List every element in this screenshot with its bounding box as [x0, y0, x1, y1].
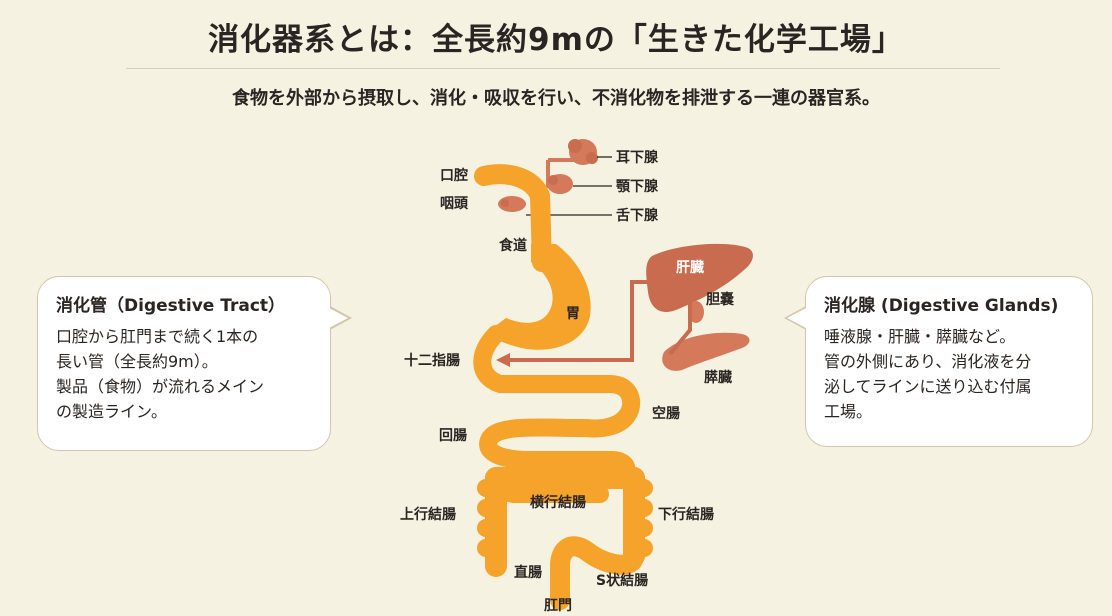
pharynx-label: 咽頭 — [440, 196, 469, 212]
title-divider — [126, 68, 1000, 69]
ileum-label: 回腸 — [439, 427, 467, 444]
salivary-glands — [498, 139, 612, 216]
right-callout-tail-fill — [787, 308, 806, 328]
duodenum-label: 十二指腸 — [404, 352, 460, 369]
parotid-gland-label: 耳下腺 — [616, 149, 659, 166]
liver: 肝臓 — [646, 243, 753, 312]
digestive-glands-line-1: 唾液腺・肝臓・膵臓など。 — [824, 327, 1016, 346]
ascending-colon-label: 上行結腸 — [400, 506, 456, 523]
transverse-colon-label: 横行結腸 — [530, 494, 586, 511]
sigmoid-colon-label: S状結腸 — [596, 572, 648, 589]
digestive-tract-line-1: 口腔から肛門まで続く1本の — [56, 327, 259, 346]
rectum-label: 直腸 — [514, 564, 542, 581]
digestive-glands-line-2: 管の外側にあり、消化液を分 — [824, 352, 1032, 371]
organ-labels: 口腔 咽頭 耳下腺 顎下腺 舌下腺 食道 胆嚢 胃 十二指腸 膵臓 空腸 回腸 … — [400, 149, 735, 614]
oral-cavity-label: 口腔 — [440, 167, 468, 184]
descending-colon-label: 下行結腸 — [658, 506, 714, 523]
left-callout-tail-fill — [329, 308, 348, 328]
digestive-tract-line-4: の製造ライン。 — [56, 402, 168, 421]
digestive-tract-path — [473, 164, 645, 610]
sublingual-gland-label: 舌下腺 — [616, 207, 659, 224]
duct-arrow-icon — [496, 353, 510, 367]
esophagus-label: 食道 — [499, 237, 527, 254]
submandibular-gland-label: 顎下腺 — [616, 178, 659, 195]
digestive-glands-callout: 消化腺 (Digestive Glands) 唾液腺・肝臓・膵臓など。 管の外側… — [805, 276, 1093, 447]
digestive-glands-heading: 消化腺 (Digestive Glands) — [824, 296, 1059, 316]
gland-ducts — [500, 280, 692, 362]
pancreas-label: 膵臓 — [704, 369, 732, 386]
digestive-tract-callout: 消化管（Digestive Tract） 口腔から肛門まで続く1本の 長い管（全… — [37, 276, 331, 451]
digestive-tract-line-3: 製品（食物）が流れるメイン — [56, 377, 265, 396]
anus-label: 肛門 — [544, 598, 572, 614]
page-subtitle: 食物を外部から摂取し、消化・吸収を行い、不消化物を排泄する一連の器官系。 — [232, 88, 880, 109]
digestive-tract-line-2: 長い管（全長約9m）。 — [56, 352, 218, 371]
pancreas-shape — [662, 332, 750, 371]
digestive-glands-line-3: 泌してラインに送り込む付属 — [824, 377, 1032, 396]
gallbladder-label: 胆嚢 — [706, 291, 735, 308]
digestive-glands-line-4: 工場。 — [824, 402, 873, 421]
stomach-label: 胃 — [566, 306, 580, 322]
liver-label: 肝臓 — [676, 259, 704, 276]
colon-haustra — [477, 460, 653, 557]
page-title: 消化器系とは：全長約9mの「生きた化学工場」 — [208, 22, 904, 58]
digestive-tract-heading: 消化管（Digestive Tract） — [56, 296, 286, 316]
jejunum-label: 空腸 — [652, 405, 680, 422]
